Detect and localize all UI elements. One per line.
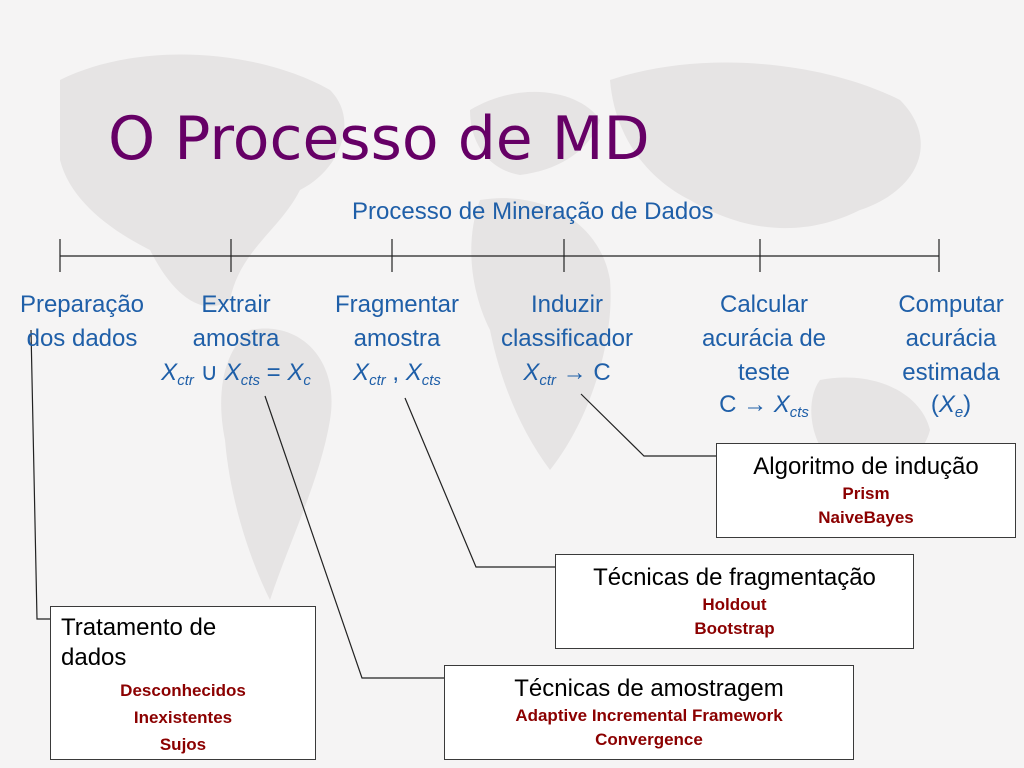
step-preparacao: Preparação dos dados [2, 288, 162, 356]
technique-item: Adaptive Incremental Framework [515, 706, 783, 725]
step-line: Induzir [530, 291, 604, 318]
step-line: dos dados [26, 325, 138, 352]
box-tecnicas-amostragem: Técnicas de amostragem Adaptive Incremen… [444, 665, 854, 760]
step-formula: Xctr , Xcts [353, 359, 441, 389]
technique-item: Bootstrap [694, 619, 775, 638]
step-induzir-classificador: Induzir classificador Xctr → C [482, 288, 652, 390]
technique-item: Holdout [702, 595, 767, 614]
step-calcular-acuracia: Calcular acurácia de teste C → Xcts [680, 288, 848, 420]
step-line: estimada [902, 359, 1000, 386]
technique-item: Inexistentes [133, 708, 233, 727]
step-extrair-amostra: Extrair amostra Xctr ∪ Xcts = Xc [136, 288, 336, 390]
step-formula: Xctr → C [523, 359, 611, 389]
technique-item: Convergence [595, 730, 703, 749]
step-formula: Xctr ∪ Xcts = Xc [161, 359, 311, 389]
connector-amostragem [264, 395, 444, 679]
step-formula: C → Xcts [719, 391, 809, 421]
connector-inducao [580, 393, 716, 457]
box-tratamento-dados: Tratamento de dados Desconhecidos Inexis… [50, 606, 316, 760]
step-formula: (Xe) [930, 391, 972, 421]
step-line: acurácia de [701, 325, 827, 352]
box-heading: Técnicas de amostragem [514, 675, 784, 702]
step-line: acurácia [905, 325, 997, 352]
step-line: classificador [500, 325, 634, 352]
technique-item: Desconhecidos [120, 681, 246, 700]
step-line: Computar [898, 291, 1004, 318]
box-algoritmo-inducao: Algoritmo de indução Prism NaiveBayes [716, 443, 1016, 538]
box-heading: Algoritmo de indução [753, 453, 979, 480]
box-tecnicas-fragmentacao: Técnicas de fragmentação Holdout Bootstr… [555, 554, 914, 649]
box-heading: Tratamento de dados [61, 614, 217, 671]
step-line: Preparação [19, 291, 145, 318]
technique-item: Sujos [159, 735, 207, 754]
step-line: amostra [192, 325, 280, 352]
step-line: amostra [353, 325, 441, 352]
diagram-subtitle: Processo de Mineração de Dados [352, 198, 714, 225]
step-line: teste [737, 359, 791, 386]
connector-tratamento [30, 329, 50, 620]
step-line: Extrair [201, 291, 271, 318]
box-heading: Técnicas de fragmentação [593, 564, 876, 591]
step-line: Fragmentar [334, 291, 460, 318]
step-fragmentar-amostra: Fragmentar amostra Xctr , Xcts [312, 288, 482, 390]
connector-fragmentacao [404, 397, 555, 568]
step-computar-acuracia: Computar acurácia estimada (Xe) [876, 288, 1024, 420]
step-line: Calcular [719, 291, 809, 318]
page-title: O Processo de MD [108, 104, 650, 174]
technique-item: Prism [842, 484, 890, 503]
technique-item: NaiveBayes [818, 508, 914, 527]
